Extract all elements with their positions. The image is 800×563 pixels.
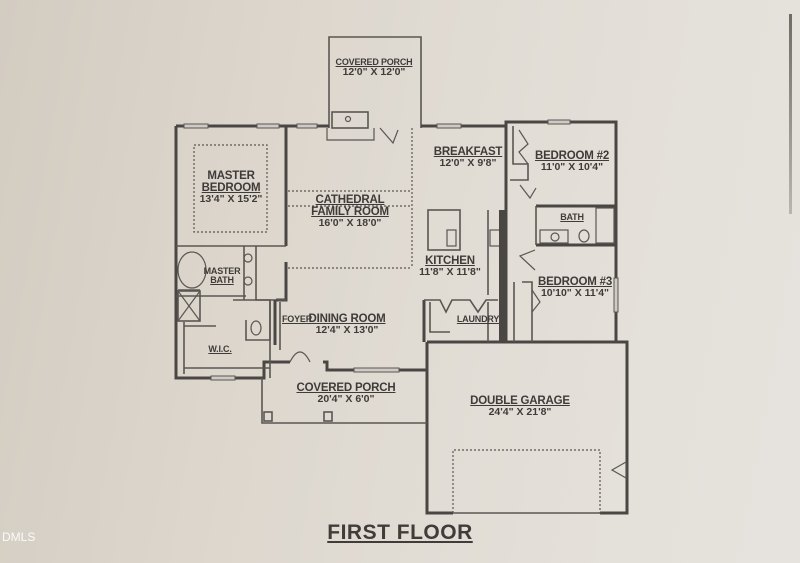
label-kitchen: KITCHEN 11'8" X 11'8" [419,255,481,278]
room-name: LAUNDRY [456,314,500,324]
label-double-garage: DOUBLE GARAGE 24'4" X 21'8" [470,395,570,418]
label-master-bedroom: MASTER BEDROOM 13'4" X 15'2" [200,170,263,205]
label-bedroom-2: BEDROOM #2 11'0" X 10'4" [535,150,609,173]
interior-walls [176,126,627,480]
room-name: COVERED PORCH [335,57,413,67]
room-name: BEDROOM #2 [534,150,610,162]
room-name: BATH [560,212,584,222]
fireplace [326,111,375,141]
label-bedroom-3: BEDROOM #3 10'10" X 11'4" [538,276,612,299]
room-name: DINING ROOM [308,313,386,325]
room-name-line1: MASTER [203,266,241,276]
room-name: W.I.C. [208,344,232,354]
room-name-line2: BEDROOM [201,182,261,195]
label-foyer: FOYER [281,314,313,324]
room-name-line2: FAMILY ROOM [311,206,389,219]
label-wic: W.I.C. [208,344,232,354]
label-bath: BATH [560,212,584,222]
page-edge [789,14,792,214]
label-rear-covered-porch: COVERED PORCH 12'0" X 12'0" [335,57,413,79]
label-laundry: LAUNDRY [456,314,500,324]
floor-title: FIRST FLOOR [327,521,473,544]
front-covered-porch-outline [261,378,427,424]
room-name: COVERED PORCH [296,382,396,394]
room-name: FOYER [281,314,313,324]
label-front-covered-porch: COVERED PORCH 20'4" X 6'0" [297,382,396,405]
room-dimensions: 16'0" X 18'0" [318,217,382,230]
room-dimensions: 24'4" X 21'8" [488,406,552,419]
rear-covered-porch-outline [328,36,422,128]
room-dimensions: 12'0" X 9'8" [439,157,497,170]
room-name-line1: CATHEDRAL [315,194,385,206]
room-name-line1: MASTER [207,170,255,182]
room-dimensions: 11'8" X 11'8" [419,266,481,279]
watermark: DMLS [2,530,36,544]
room-dimensions: 12'0" X 12'0" [342,66,406,79]
room-dimensions: 12'4" X 13'0" [315,324,379,337]
label-master-bath: MASTER BATH [203,266,241,286]
room-name: BEDROOM #3 [537,276,613,288]
room-name-line2: BATH [210,275,234,286]
room-dimensions: 20'4" X 6'0" [317,393,375,406]
room-dimensions: 11'0" X 10'4" [540,161,604,174]
room-dimensions: 10'10" X 11'4" [540,287,610,300]
label-family-room: CATHEDRAL FAMILY ROOM 16'0" X 18'0" [311,194,389,229]
label-breakfast: BREAKFAST 12'0" X 9'8" [433,146,503,170]
label-dining-room: DINING ROOM 12'4" X 13'0" [308,313,385,336]
windows [183,119,619,381]
room-name: KITCHEN [425,255,475,267]
garage-door [452,449,601,514]
room-name: BREAKFAST [433,146,503,158]
room-dimensions: 13'4" X 15'2" [199,193,263,206]
exterior-walls [174,120,629,515]
room-name: DOUBLE GARAGE [470,395,570,407]
